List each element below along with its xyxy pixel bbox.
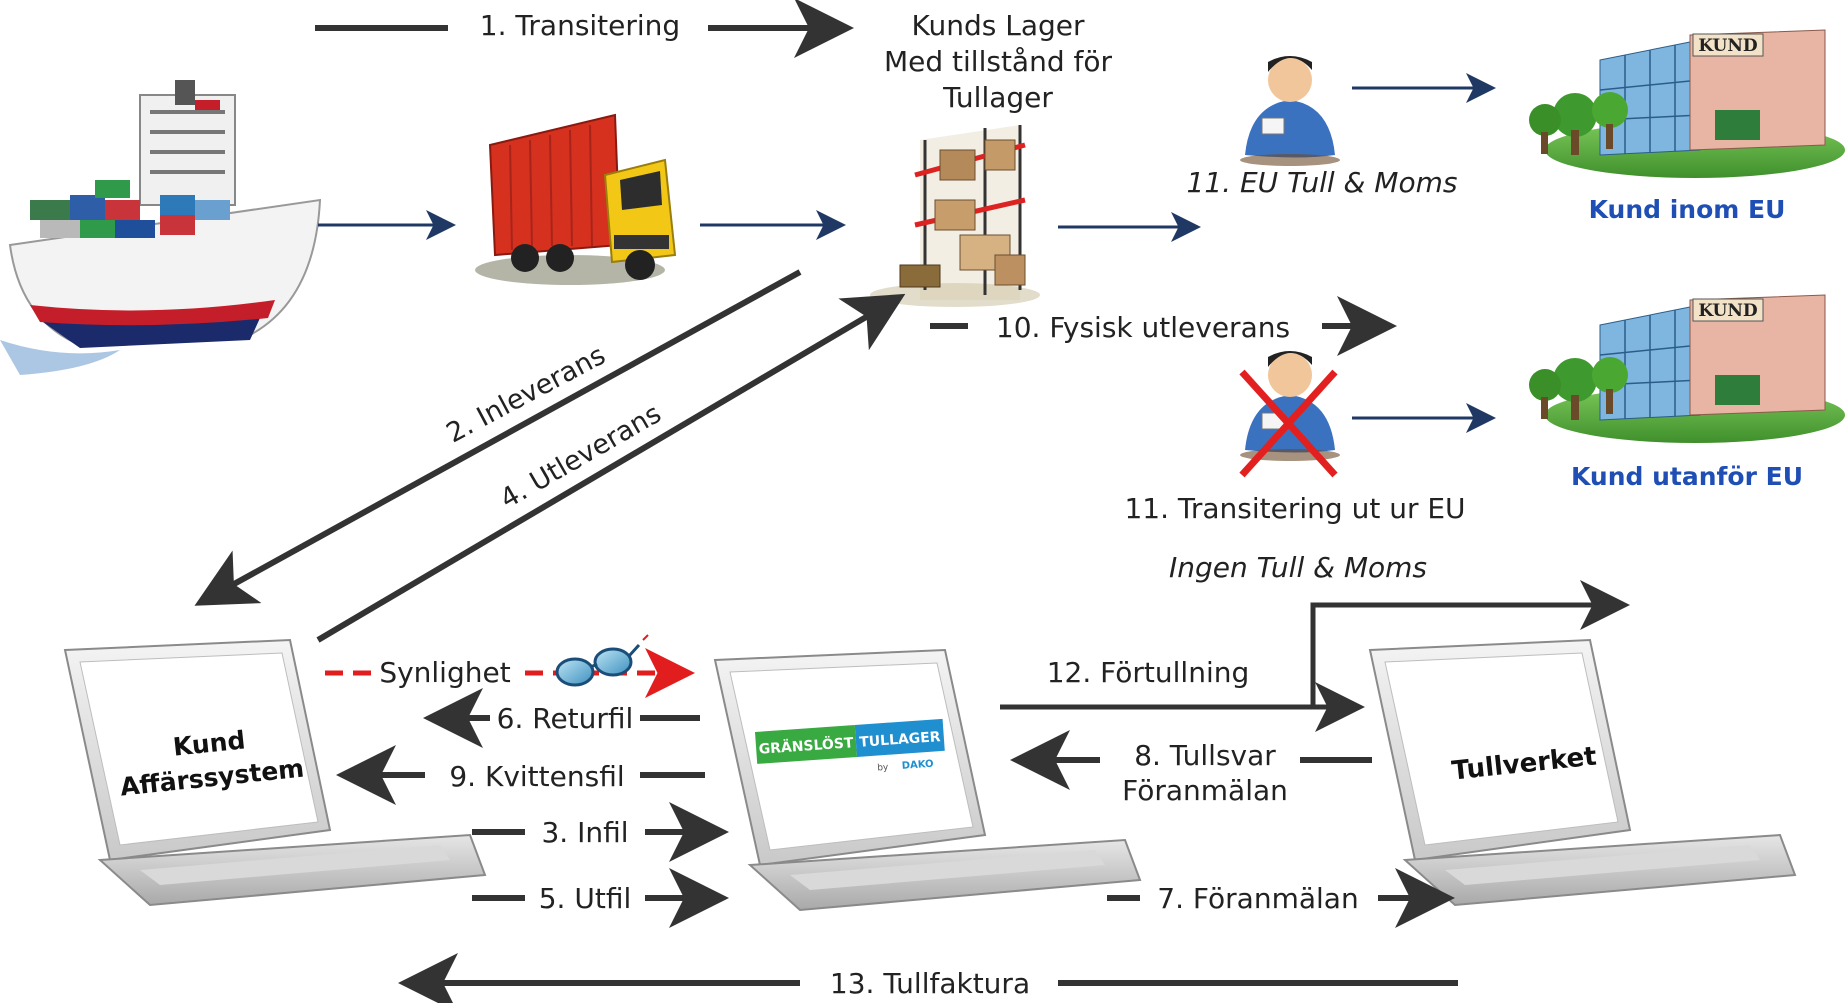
- label-tullsvar-line2: Föranmälan: [1122, 774, 1288, 807]
- glasses-icon: [555, 634, 649, 687]
- label-inleverans: 2. Inleverans: [441, 340, 610, 450]
- label-utleverans: 4. Utleverans: [495, 398, 667, 515]
- customs-officer-icon: [1240, 351, 1340, 461]
- tullager-logo-brand: DAKO: [901, 759, 934, 772]
- building-icon: KUND: [1529, 294, 1845, 443]
- label-eu-tull: 11. EU Tull & Moms: [1187, 166, 1458, 199]
- tullager-logo-by: by: [877, 763, 889, 774]
- building-sign: KUND: [1698, 301, 1758, 321]
- customer-inside-eu-label: Kund inom EU: [1589, 195, 1786, 224]
- customer-outside-eu-label: Kund utanför EU: [1571, 462, 1803, 491]
- warehouse-label-line1: Kunds Lager: [912, 9, 1085, 42]
- label-tullsvar-line1: 8. Tullsvar: [1134, 739, 1276, 772]
- tullager-logo-word2: TULLAGER: [859, 729, 942, 751]
- cross-icon: [1239, 369, 1338, 478]
- label-fortullning: 12. Förtullning: [1047, 656, 1250, 689]
- warehouse-label-line3: Tullager: [942, 81, 1053, 114]
- warehouse-shelf-icon: [870, 125, 1040, 307]
- building-sign: KUND: [1698, 36, 1758, 56]
- arrow-utleverans: [316, 293, 906, 643]
- label-transit-out: 11. Transitering ut ur EU: [1124, 492, 1465, 525]
- arrow-fortullning-branch: [1000, 580, 1630, 710]
- arrow-inleverans: [194, 269, 802, 606]
- label-ingen-tull: Ingen Tull & Moms: [1169, 551, 1427, 584]
- label-utfil: 5. Utfil: [539, 882, 632, 915]
- customs-officer-icon: [1240, 56, 1340, 166]
- ship-icon: [8, 80, 322, 348]
- laptop-icon: [1368, 638, 1797, 907]
- laptop-icon: [63, 638, 487, 907]
- label-tullfaktura: 13. Tullfaktura: [830, 967, 1030, 1000]
- building-icon: KUND: [1529, 29, 1845, 178]
- label-kvittensfil: 9. Kvittensfil: [449, 760, 624, 793]
- truck-icon: [475, 113, 677, 285]
- label-infil: 3. Infil: [541, 816, 628, 849]
- warehouse-label-line2: Med tillstånd för: [884, 45, 1113, 78]
- label-transit: 1. Transitering: [480, 9, 680, 42]
- label-returfil: 6. Returfil: [497, 702, 634, 735]
- laptop-icon: [713, 648, 1142, 912]
- wave-decoration: [0, 340, 120, 375]
- tullager-logo: GRÄNSLÖST TULLAGER by DAKO: [755, 718, 945, 774]
- label-synlighet: Synlighet: [379, 656, 510, 689]
- label-foranmalan: 7. Föranmälan: [1157, 882, 1358, 915]
- label-fysisk-utleverans: 10. Fysisk utleverans: [996, 311, 1290, 344]
